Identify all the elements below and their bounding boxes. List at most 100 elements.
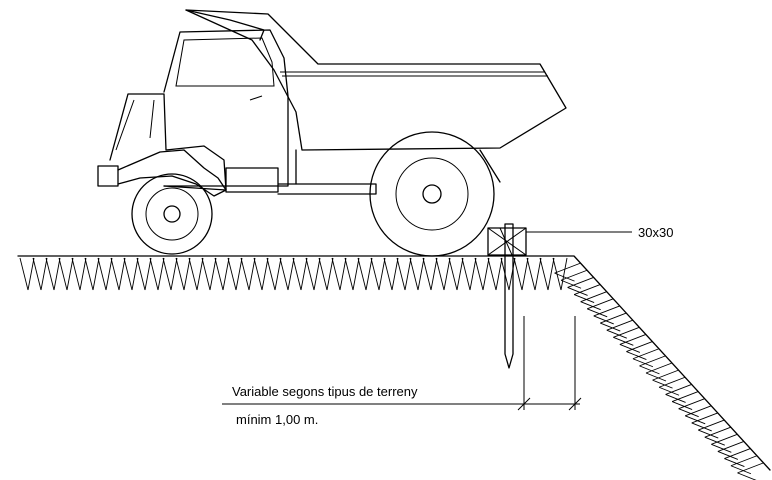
dimension-tick-left bbox=[517, 397, 531, 411]
hatch-line bbox=[409, 257, 419, 291]
hatch-line bbox=[645, 362, 673, 374]
hatch-line bbox=[606, 319, 633, 331]
front-wheel-tire bbox=[131, 173, 213, 255]
hatch-line bbox=[665, 393, 686, 403]
hatch-line bbox=[170, 257, 178, 291]
hatch-line bbox=[378, 257, 386, 291]
hatch-line bbox=[84, 257, 94, 291]
hatch-line bbox=[110, 257, 120, 291]
hatch-line bbox=[580, 291, 607, 303]
dump-bed-canopy bbox=[185, 9, 265, 41]
hatch-line bbox=[370, 257, 380, 291]
hatch-line bbox=[593, 315, 614, 325]
hatch-line bbox=[573, 284, 601, 295]
hatch-line bbox=[652, 379, 673, 389]
hatch-line bbox=[685, 405, 712, 417]
hatch-line bbox=[685, 415, 706, 425]
hatch-line bbox=[391, 257, 399, 291]
hatch-line bbox=[456, 257, 464, 291]
hatch-line bbox=[435, 257, 445, 291]
hatch-line bbox=[495, 257, 503, 291]
hatch-line bbox=[613, 336, 634, 346]
front-wheel-rim bbox=[145, 187, 199, 241]
hatch-line bbox=[240, 257, 250, 291]
hatch-line bbox=[365, 257, 373, 291]
rear-wheel-hub bbox=[422, 184, 442, 204]
hatch-line bbox=[417, 257, 425, 291]
hatch-line bbox=[331, 257, 341, 291]
stop-block-cross bbox=[487, 227, 527, 256]
hatch-line bbox=[443, 257, 451, 291]
hatch-line bbox=[292, 257, 302, 291]
hatch-line bbox=[396, 257, 406, 291]
hatch-line bbox=[45, 257, 55, 291]
hatch-line bbox=[300, 257, 308, 291]
hatch-line bbox=[665, 383, 692, 395]
hatch-line bbox=[32, 257, 42, 291]
hatch-line bbox=[619, 344, 641, 353]
hatch-line bbox=[521, 257, 529, 291]
hatch-line bbox=[482, 257, 490, 291]
hatch-line bbox=[560, 279, 582, 289]
hatch-line bbox=[58, 257, 68, 291]
hatch-line bbox=[40, 257, 48, 291]
hatch-line bbox=[704, 436, 725, 446]
hatch-line bbox=[92, 257, 100, 291]
hatch-line bbox=[344, 257, 354, 291]
hatch-line bbox=[567, 286, 588, 296]
hatch-line bbox=[487, 257, 497, 291]
hatch-line bbox=[222, 257, 230, 291]
hatch-line bbox=[188, 257, 198, 291]
hatch-line bbox=[474, 257, 484, 291]
hatch-line bbox=[626, 341, 653, 353]
hatch-line bbox=[639, 365, 660, 375]
hatch-line bbox=[724, 448, 751, 460]
hatch-line bbox=[149, 257, 159, 291]
hatch-line bbox=[711, 443, 732, 453]
hatch-line bbox=[600, 322, 621, 332]
hatch-line bbox=[691, 422, 712, 432]
hatch-line bbox=[383, 257, 393, 291]
hatch-line bbox=[658, 376, 686, 388]
hatch-line bbox=[339, 257, 347, 291]
hatch-line bbox=[318, 257, 328, 291]
hatch-line bbox=[639, 355, 666, 367]
hatch-line bbox=[357, 257, 367, 291]
hatch-line bbox=[717, 441, 745, 452]
stop-block-box bbox=[487, 227, 527, 256]
hatch-line bbox=[136, 257, 146, 291]
hatch-line bbox=[717, 451, 739, 460]
hatch-line bbox=[430, 257, 438, 291]
cab bbox=[163, 29, 289, 187]
hatch-line bbox=[469, 257, 477, 291]
dimension-tick-right bbox=[568, 397, 582, 411]
hatch-line bbox=[105, 257, 113, 291]
hatch-line bbox=[724, 458, 745, 468]
hatch-line bbox=[123, 257, 133, 291]
hatch-line bbox=[66, 257, 74, 291]
cab-window bbox=[175, 37, 275, 87]
hatch-line bbox=[573, 294, 595, 303]
distance-label-line1: Variable segons tipus de terreny bbox=[232, 384, 418, 399]
hatch-line bbox=[619, 334, 647, 345]
hatch-line bbox=[526, 257, 536, 291]
dump-truck bbox=[97, 9, 567, 257]
hatch-line bbox=[730, 465, 752, 475]
hatch-line bbox=[704, 426, 731, 438]
hatch-line bbox=[508, 257, 516, 291]
dump-bed bbox=[185, 9, 567, 151]
hatch-line bbox=[352, 257, 360, 291]
hatch-line bbox=[248, 257, 256, 291]
hatch-line bbox=[266, 257, 276, 291]
hatch-line bbox=[313, 257, 321, 291]
front-wheel-hub bbox=[163, 205, 181, 223]
hatch-line bbox=[645, 372, 667, 382]
hatch-line bbox=[261, 257, 269, 291]
hatch-line bbox=[274, 257, 282, 291]
hatch-line bbox=[513, 257, 523, 291]
hatch-line bbox=[287, 257, 295, 291]
hatch-line bbox=[600, 312, 627, 324]
hatch-line bbox=[560, 257, 568, 291]
hatch-line bbox=[97, 257, 107, 291]
